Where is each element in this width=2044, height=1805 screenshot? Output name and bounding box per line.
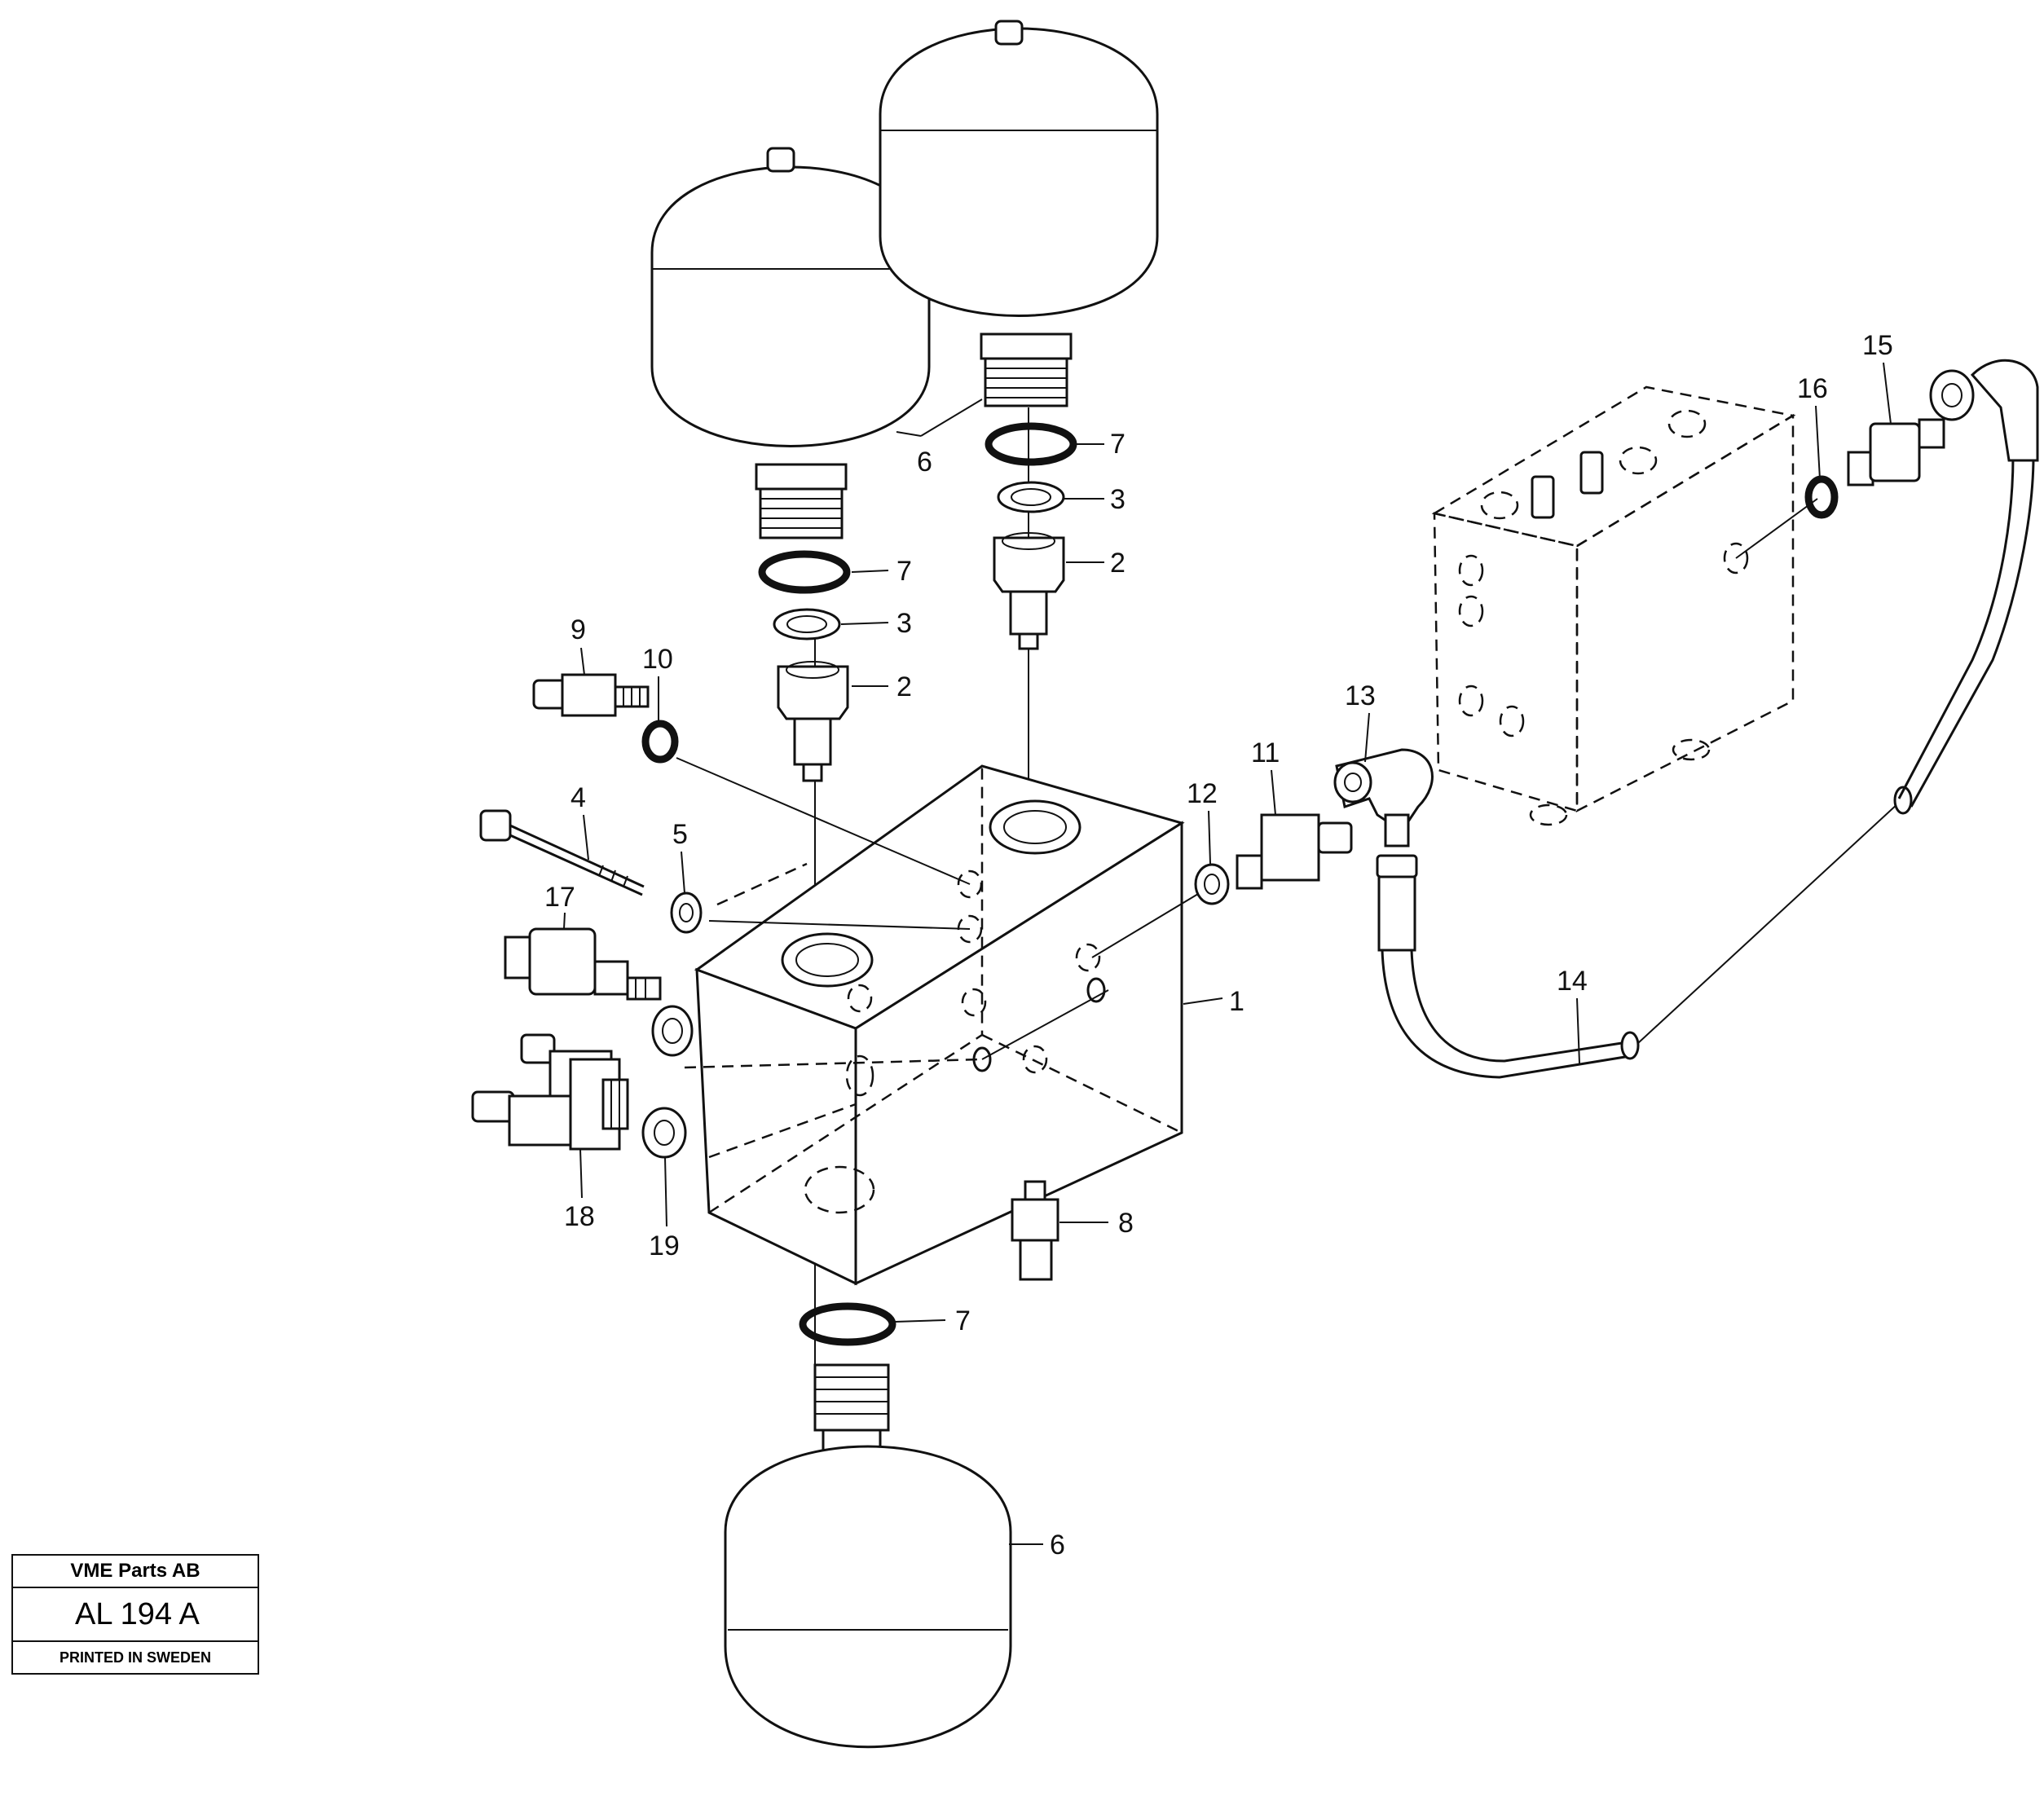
nipple-2-right [993,532,1065,650]
callout-3-right: 3 [1110,484,1126,515]
printed-note: PRINTED IN SWEDEN [59,1649,211,1666]
hose-14 [1376,456,2035,1079]
callout-9: 9 [570,614,586,645]
callout-12: 12 [1187,778,1218,809]
callout-11: 11 [1251,737,1280,768]
fitting-11 [1236,813,1353,890]
valve-block [694,764,1185,1286]
callout-1: 1 [1229,986,1244,1017]
callout-2-left: 2 [896,671,912,702]
bolt-4 [479,809,645,896]
elbow-fitting-top-right [1929,359,2039,462]
callout-labels: 1 2 2 3 3 4 5 6 6 7 7 7 8 9 10 11 12 13 … [544,330,1893,1561]
callout-16: 16 [1797,373,1828,404]
washer-19-upper [651,1005,694,1057]
leader-lines [563,362,1892,1545]
washer-3-right [997,481,1065,513]
company-name: VME Parts AB [13,1556,258,1588]
accumulator-top-right [879,20,1159,407]
drawing-code: AL 194 A [13,1588,258,1642]
solenoid-valve-18 [471,1033,629,1151]
washer-19-lower [641,1107,687,1159]
callout-4: 4 [570,782,586,813]
callout-10: 10 [642,644,673,675]
callout-5: 5 [672,819,688,850]
seal-16 [1804,475,1839,519]
callout-8: 8 [1118,1208,1134,1239]
title-block: VME Parts AB AL 194 A PRINTED IN SWEDEN [11,1554,259,1675]
seal-10 [641,720,679,764]
accumulator-bottom [724,1363,1012,1749]
accumulator-top-left [650,147,931,539]
washer-12 [1194,863,1230,905]
callout-3-left: 3 [896,608,912,639]
callout-7-top-right: 7 [1110,429,1126,460]
reference-valve-block [1431,385,1796,826]
callout-19: 19 [649,1230,680,1261]
o-ring-7-left [758,550,851,594]
callout-17: 17 [544,882,575,913]
fitting-8 [1011,1180,1059,1281]
callout-6-top: 6 [917,447,932,478]
callout-6-bottom: 6 [1050,1530,1065,1561]
o-ring-7-right [985,422,1077,466]
callout-2-right: 2 [1110,548,1126,579]
nipple-2-left [777,661,849,782]
callout-13: 13 [1345,680,1376,711]
callout-18: 18 [564,1201,595,1232]
o-ring-7-bottom [799,1302,896,1346]
callout-7-bottom: 7 [955,1305,971,1336]
callout-15: 15 [1862,330,1893,361]
elbow-13 [1333,748,1434,847]
callout-14: 14 [1557,966,1588,997]
fitting-9 [532,673,650,717]
pressure-switch-17 [504,927,662,1001]
fitting-15 [1847,418,1945,486]
washer-5 [670,891,703,934]
callout-7-top-left: 7 [896,556,912,587]
washer-3-left [773,608,841,641]
